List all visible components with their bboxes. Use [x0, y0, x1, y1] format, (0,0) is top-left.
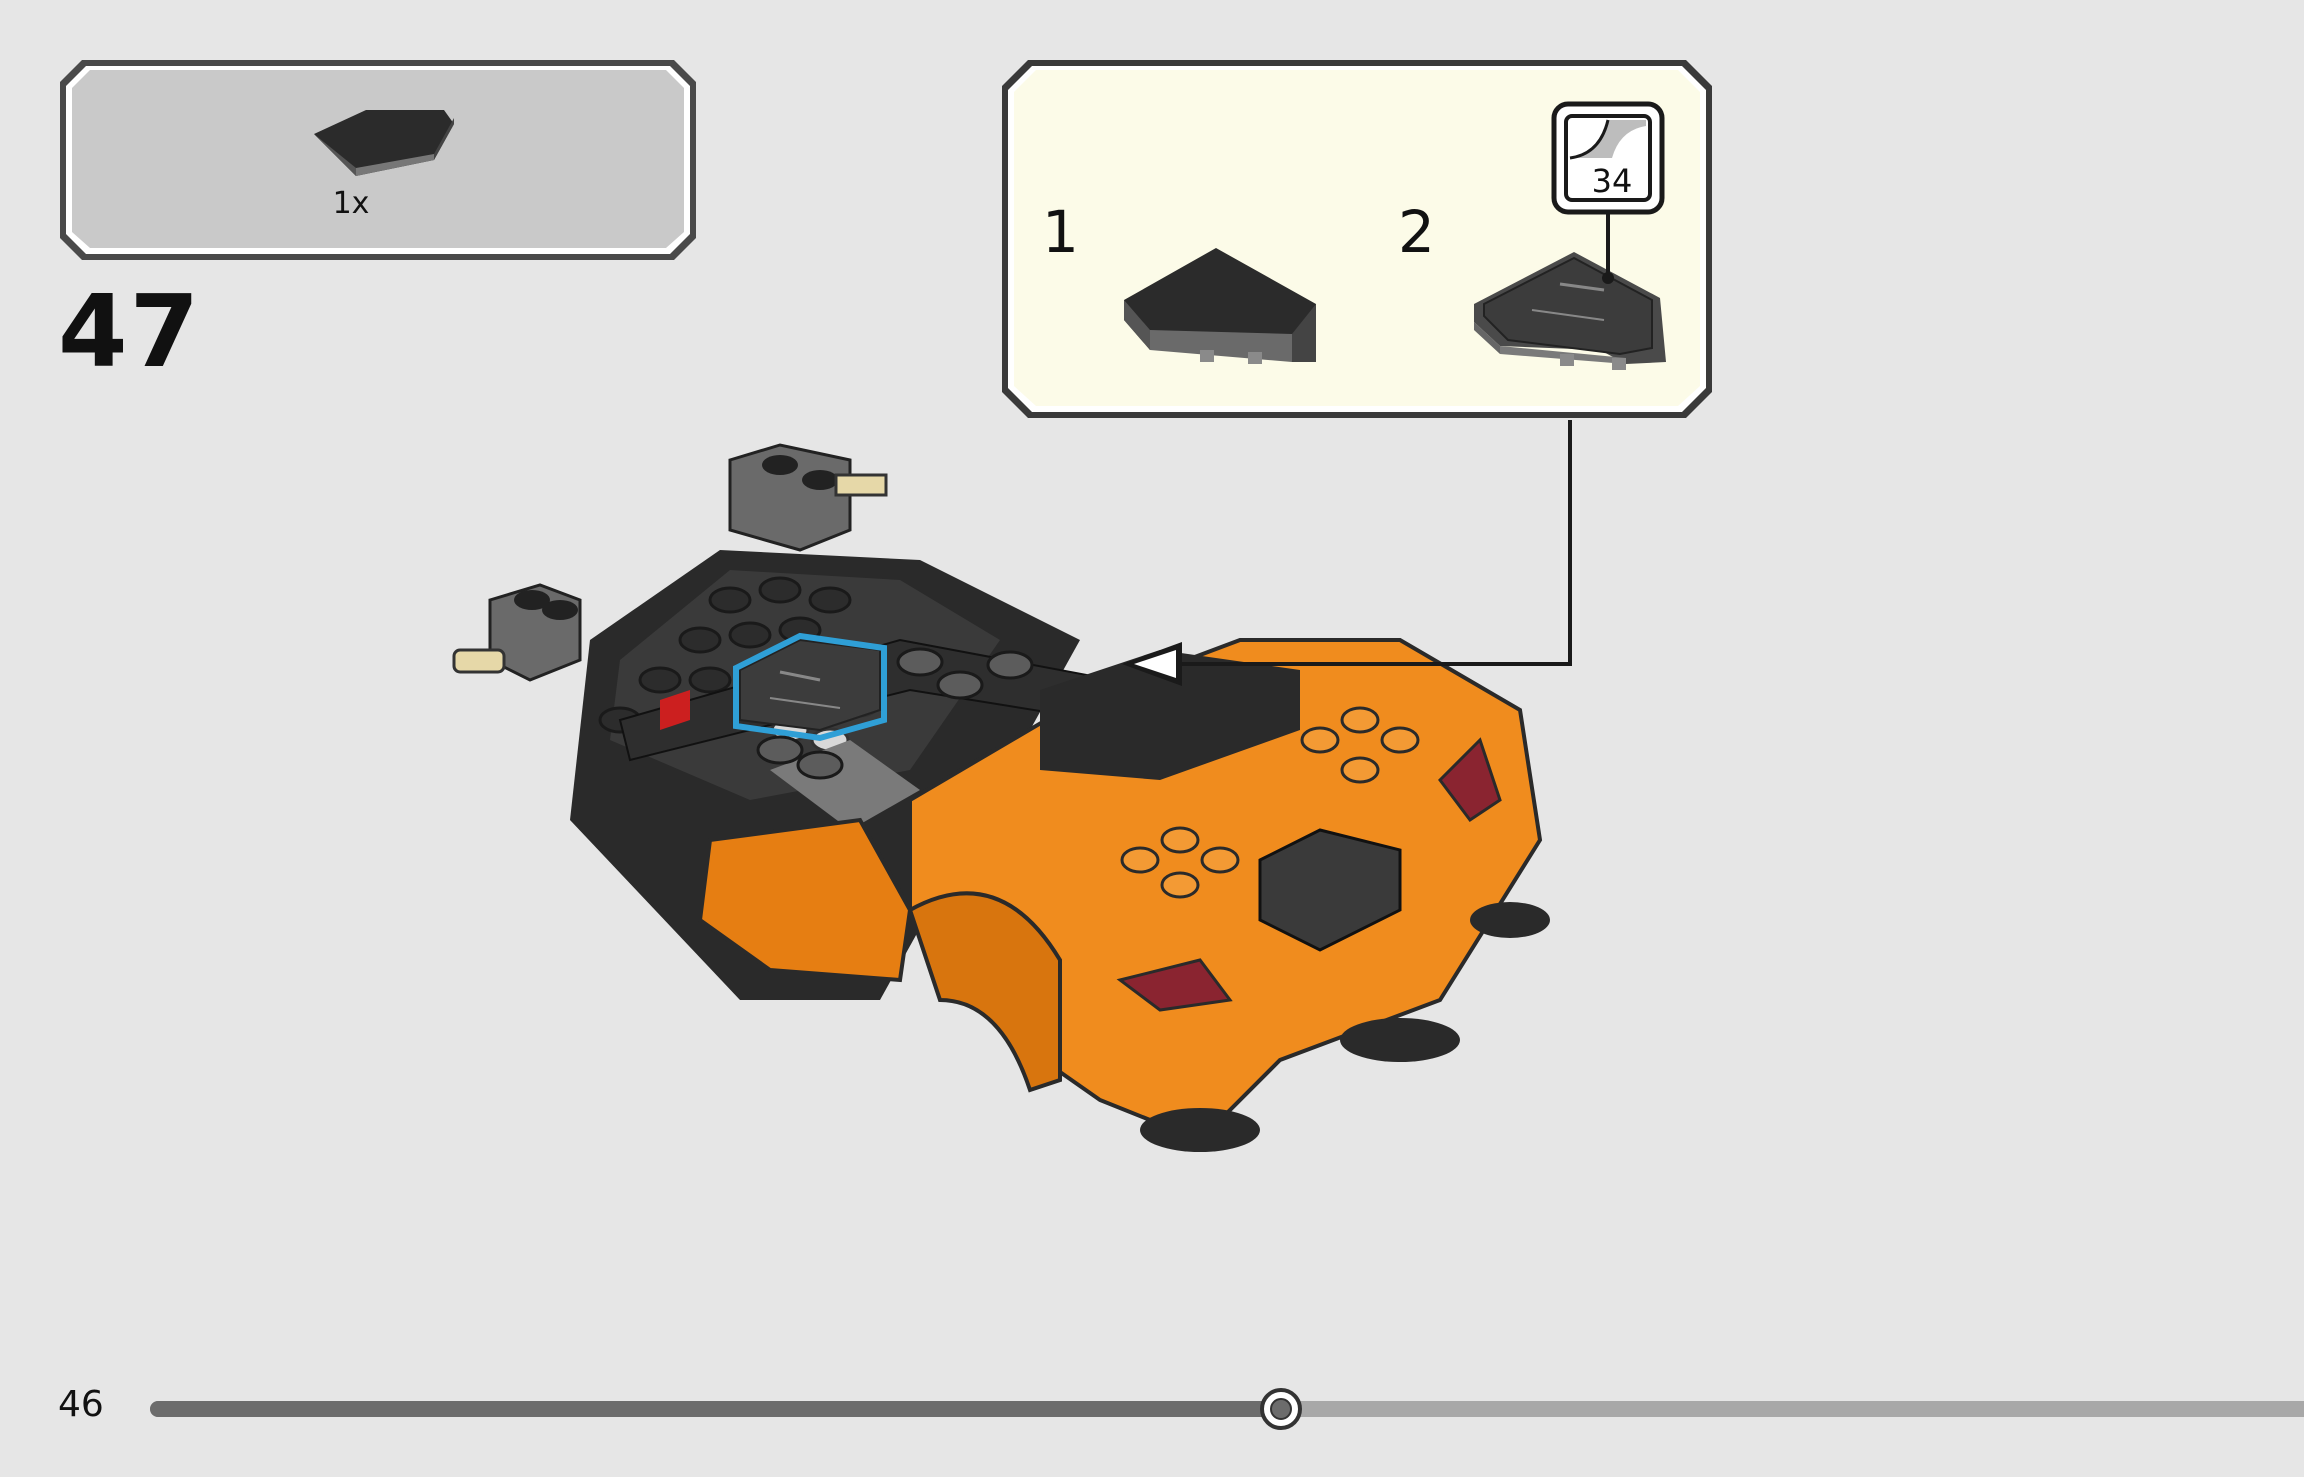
sticker-sheet-icon [1551, 101, 1665, 284]
progress-marker-icon [1260, 1388, 1302, 1430]
part-quantity: 1x [332, 186, 370, 221]
progress-bar [150, 1388, 2304, 1430]
progress-bar-fill [150, 1401, 1281, 1417]
part-wedge-tile-icon [314, 110, 454, 176]
car-chassis-model-illustration [452, 443, 1550, 1152]
sub-assembly-callout: 1 2 34 [1000, 58, 1714, 420]
parts-list-frame [60, 60, 696, 260]
placed-stickered-tile-icon [733, 632, 887, 742]
sub-step-1-number: 1 [1042, 198, 1079, 266]
sub-assembly-frame [1002, 60, 1712, 418]
sub-step-2-number: 2 [1398, 198, 1435, 266]
step-1-wedge-tile-icon [1124, 248, 1316, 364]
page-number: 46 [58, 1384, 104, 1425]
parts-list-callout: 1x [58, 58, 698, 262]
step-number: 47 [58, 273, 202, 390]
sticker-number: 34 [1591, 162, 1633, 200]
